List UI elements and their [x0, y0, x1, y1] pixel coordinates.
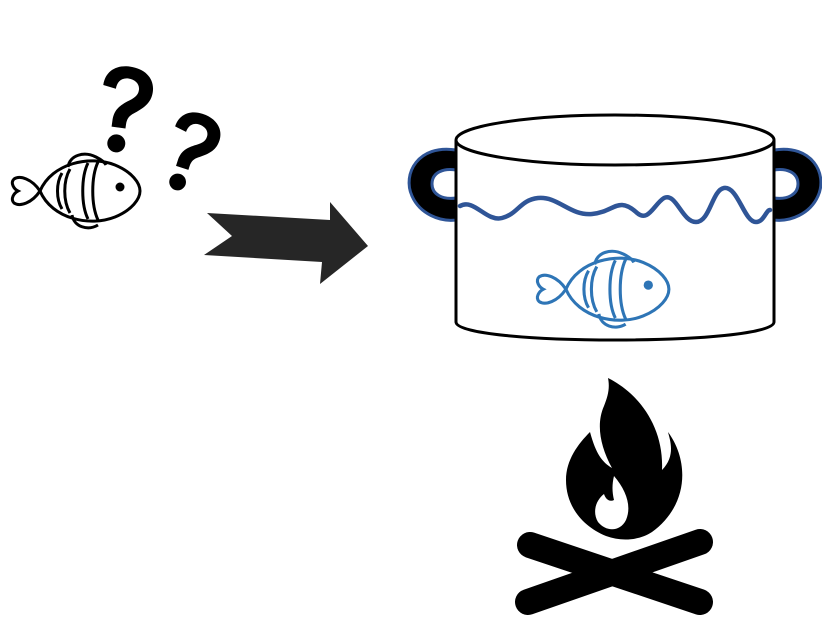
crossed-logs-icon — [515, 529, 713, 615]
question-mark-icon — [156, 106, 226, 199]
flame-icon — [566, 378, 683, 540]
fish-icon — [10, 152, 142, 230]
water-wave-icon — [457, 185, 773, 225]
question-mark-icon — [94, 63, 156, 157]
cooking-pot-icon — [407, 113, 822, 342]
arrow-right-icon — [204, 202, 368, 284]
